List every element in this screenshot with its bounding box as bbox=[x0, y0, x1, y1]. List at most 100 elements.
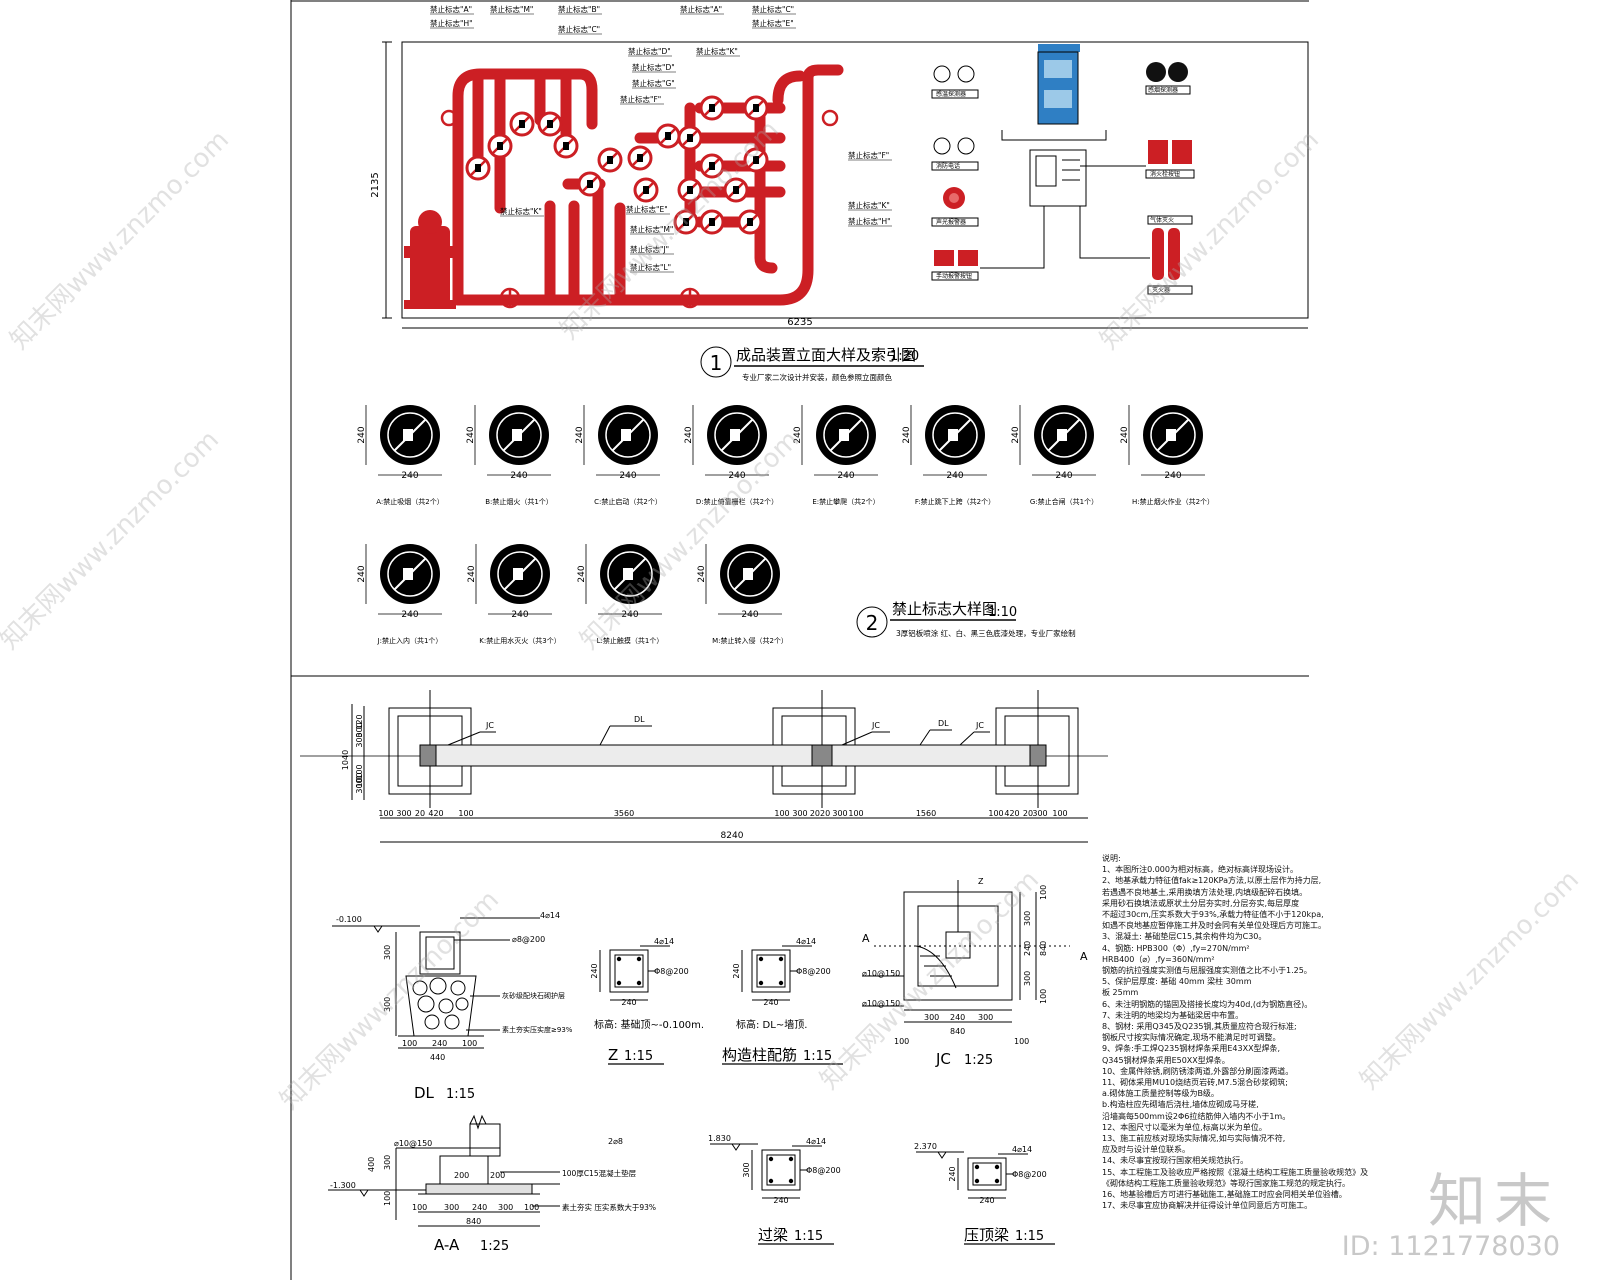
note-line: 9、焊条:手工焊Q235钢材焊条采用E43XX型焊条, bbox=[1102, 1044, 1281, 1054]
aa-title: A-A bbox=[434, 1236, 460, 1254]
manual-alarm-button-icon bbox=[934, 250, 978, 266]
elevation-sign-disc bbox=[597, 147, 623, 173]
sign-caption: J:禁止入内（共1个） bbox=[377, 636, 443, 645]
jc-b100b: 100 bbox=[1014, 1037, 1029, 1046]
section-rebar: 4⌀14 bbox=[654, 937, 674, 946]
sign-caption: H:禁止烟火作业（共2个） bbox=[1132, 497, 1214, 506]
sign-caption: E:禁止攀爬（共2个） bbox=[812, 497, 879, 506]
plan-bottom-dim: 2020 bbox=[810, 809, 830, 818]
note-line: 12、本图尺寸以毫米为单位,标高以米为单位。 bbox=[1102, 1122, 1267, 1132]
aa-b300b: 300 bbox=[498, 1203, 513, 1212]
section-note: 标高: DL~墙顶. bbox=[736, 1018, 807, 1031]
sign-height-dim: 240 bbox=[697, 565, 707, 582]
section-height-dim: 240 bbox=[948, 1166, 957, 1181]
note-line: 8、钢材: 采用Q345及Q235钢,其质量应符合现行标准; bbox=[1102, 1022, 1297, 1032]
aa-d200b: 200 bbox=[490, 1171, 505, 1180]
sign-caption: C:禁止启动（共2个） bbox=[594, 497, 662, 506]
sign-width-dim: 240 bbox=[837, 471, 854, 481]
jc-z-label: Z bbox=[978, 877, 984, 886]
elevation-title-circle bbox=[700, 346, 732, 378]
dl-section-labels: -0.100 4⌀14 ⌀8@200 灰砂级配块石砌护层 素土夯实压实度≥93%… bbox=[336, 911, 573, 1102]
elevation-sign-disc bbox=[553, 133, 579, 159]
sign-height-dim: 240 bbox=[575, 426, 585, 443]
plan-bottom-dim: 20 bbox=[415, 809, 425, 818]
watermark-logo: 知末 bbox=[1427, 1167, 1560, 1235]
section-width-dim: 240 bbox=[763, 998, 778, 1007]
aa-note2: 素土夯实 压实系数大于93% bbox=[562, 1202, 656, 1212]
note-line: 应及时与设计单位联系。 bbox=[1102, 1145, 1190, 1155]
note-line: b.构造柱应先砌墙后浇柱,墙体应砌成马牙槎, bbox=[1102, 1100, 1259, 1110]
plan-jc-label-1: JC bbox=[485, 721, 494, 730]
note-line: 如遇不良地基应暂停施工并及时会同有关单位处理后方可施工。 bbox=[1102, 921, 1326, 931]
plan-bottom-dim: 20 bbox=[1023, 809, 1033, 818]
elevation-subtitle: 专业厂家二次设计并安装，颜色参照立面颜色 bbox=[742, 372, 892, 382]
callout-label: 禁止标志"C" bbox=[752, 4, 794, 14]
note-line: 说明: bbox=[1102, 854, 1121, 863]
note-line: 1、本图所注0.000为相对标高，绝对标高详现场设计。 bbox=[1102, 865, 1298, 875]
jc-bar1: ⌀10@150 bbox=[862, 969, 900, 978]
jc-dim100: 100 bbox=[1039, 885, 1048, 900]
aa-b100a: 100 bbox=[412, 1203, 427, 1212]
note-line: 沿墙高每500mm设2Φ6拉结筋伸入墙内不小于1m。 bbox=[1102, 1111, 1291, 1121]
sign-caption: K:禁止用水灭火（共3个） bbox=[479, 636, 560, 645]
dl-note2: 素土夯实压实度≥93% bbox=[502, 1025, 573, 1034]
sign-height-dim: 240 bbox=[357, 565, 367, 582]
aa-b840: 840 bbox=[466, 1217, 481, 1226]
elevation-drawing: 2135 6235 bbox=[370, 4, 1309, 382]
sign-height-dim: 240 bbox=[684, 426, 694, 443]
jc-plan-labels: Z A A ⌀10@150 ⌀10@150 300 240 300 840 10… bbox=[862, 877, 1088, 1068]
sign-width-dim: 240 bbox=[621, 610, 638, 620]
sign-width-dim: 240 bbox=[511, 610, 528, 620]
sign-width-dim: 240 bbox=[510, 471, 527, 481]
sheet-frame bbox=[290, 0, 1309, 1280]
plan-bottom-dim: 420 bbox=[428, 809, 443, 818]
fire-hydrant-icon bbox=[404, 210, 456, 309]
dl-title: DL bbox=[414, 1084, 435, 1102]
jc-a-right: A bbox=[1080, 950, 1088, 963]
fire-extinguisher-icon bbox=[1152, 228, 1180, 280]
plan-left-dim: 300 bbox=[355, 778, 364, 793]
alarm-bell-icon bbox=[943, 187, 965, 209]
elevation-sign-disc bbox=[677, 125, 703, 151]
sign-height-dim: 240 bbox=[902, 426, 912, 443]
elevation-sign-disc bbox=[677, 177, 703, 203]
device-label: 消防电话 bbox=[936, 162, 960, 170]
elevation-callouts: 禁止标志"A"禁止标志"H"禁止标志"M"禁止标志"B"禁止标志"C"禁止标志"… bbox=[430, 4, 892, 273]
note-line: 6、未注明钢筋的锚固及搭接长度均为40d,(d为钢筋直径)。 bbox=[1102, 999, 1313, 1009]
wiring bbox=[980, 130, 1150, 269]
dl-scale: 1:15 bbox=[446, 1087, 475, 1102]
valve-wheels bbox=[440, 109, 839, 309]
sign-height-dim: 240 bbox=[793, 426, 803, 443]
gas-extinguisher-box-icon bbox=[1148, 140, 1192, 164]
callout-label: 禁止标志"H" bbox=[430, 18, 473, 28]
elevation-title: 成品装置立面大样及索引图 bbox=[736, 346, 916, 364]
callout-label: 禁止标志"H" bbox=[848, 216, 891, 226]
elevation-sign-disc bbox=[487, 133, 513, 159]
section-width-dim: 240 bbox=[979, 1196, 994, 1205]
aa-d200a: 200 bbox=[454, 1171, 469, 1180]
section-scale: 1:15 bbox=[1015, 1229, 1044, 1244]
note-line: 2、地基承载力特征值fak≥120KPa方法,以原土层作为持力层, bbox=[1102, 876, 1322, 886]
elevation-sign-disc bbox=[465, 155, 491, 181]
plan-bottom-dim: 100 bbox=[378, 809, 393, 818]
dl-rebar-top: 4⌀14 bbox=[540, 911, 560, 920]
section-level: 2.370 bbox=[914, 1142, 937, 1151]
note-line: 16、地基验槽后方可进行基础施工,基础施工时应会同相关单位验槽。 bbox=[1102, 1190, 1347, 1200]
note-line: 不超过30cm,压实系数大于93%,承载力特征值不小于120kpa, bbox=[1102, 910, 1324, 920]
elevation-sign-disc bbox=[699, 209, 725, 235]
aa-level: -1.300 bbox=[330, 1181, 356, 1190]
dl-d440: 440 bbox=[430, 1053, 445, 1062]
callout-label: 禁止标志"L" bbox=[630, 262, 671, 272]
aa-rebar: 2⌀8 bbox=[608, 1137, 623, 1146]
note-line: a.砌体施工质量控制等级为B级。 bbox=[1102, 1089, 1219, 1099]
foundation-plan-labels: JC DL JC DL JC 8240 bbox=[485, 715, 984, 841]
aa-b240: 240 bbox=[472, 1203, 487, 1212]
dl-d300a: 300 bbox=[383, 945, 392, 960]
plan-left-dim: 300 bbox=[355, 732, 364, 747]
